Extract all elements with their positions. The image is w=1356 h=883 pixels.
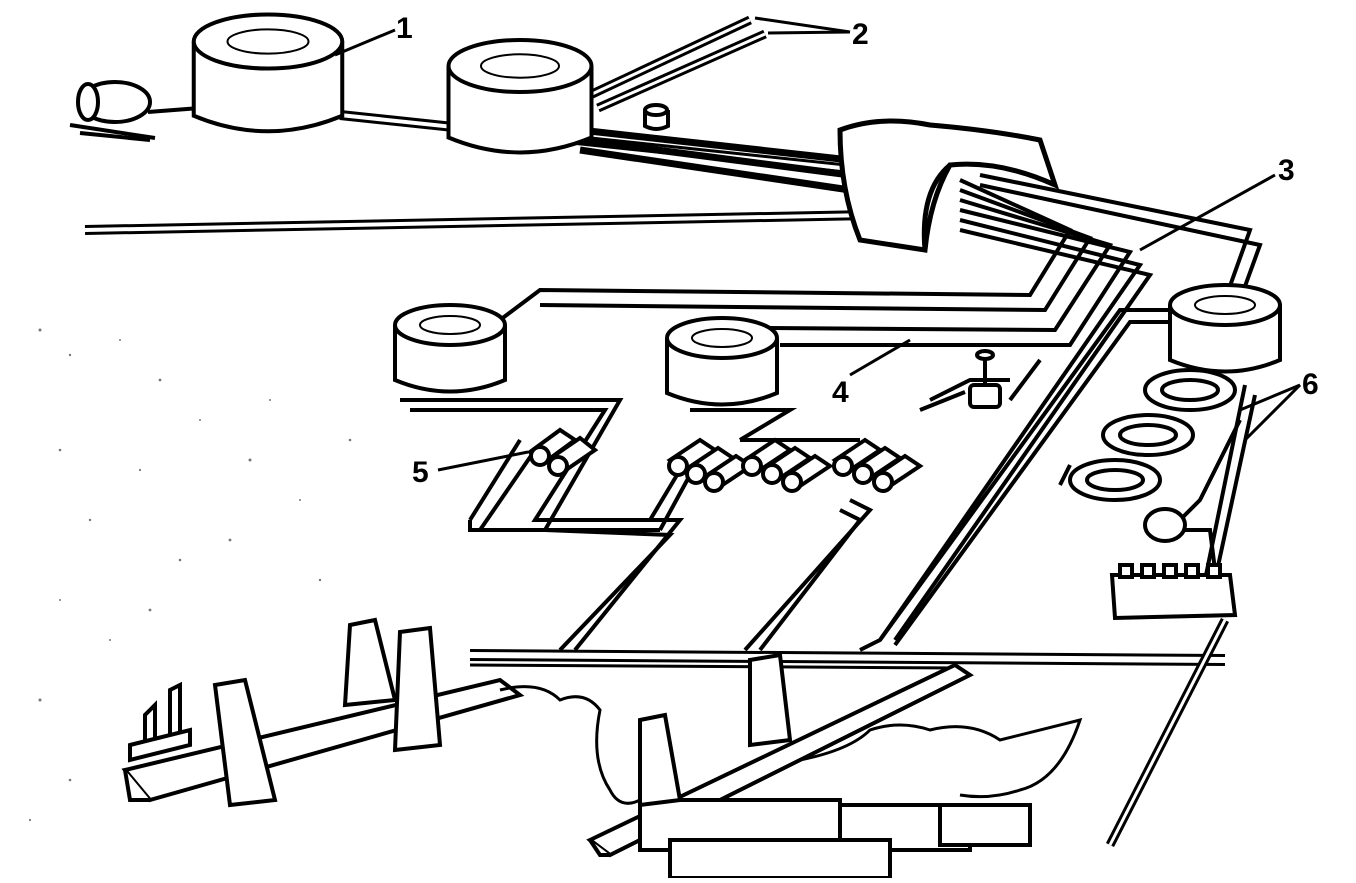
valve — [970, 351, 1000, 407]
ring-tanks-6 — [1060, 370, 1235, 500]
storage-tank-left — [393, 303, 507, 394]
shoreline — [500, 687, 1080, 804]
label-3: 3 — [1278, 154, 1295, 187]
branch-pipes — [500, 175, 1260, 650]
ships — [640, 655, 1030, 878]
texture-speckles — [28, 328, 352, 822]
main-pipeline-top — [85, 20, 870, 230]
loading-pier — [125, 620, 520, 805]
cylinder-group-center — [669, 440, 920, 491]
distribution-lines — [400, 360, 1040, 650]
label-6: 6 — [1302, 368, 1319, 401]
leader-lines — [335, 18, 1300, 470]
label-2: 2 — [852, 18, 869, 51]
storage-tank-right — [1168, 283, 1282, 374]
storage-tank-center — [665, 316, 779, 407]
sphere-vessel — [1145, 509, 1185, 541]
small-vessel — [645, 105, 668, 129]
pier-pipe — [470, 620, 1225, 845]
label-1: 1 — [396, 12, 413, 45]
cylinder-group-5 — [530, 430, 595, 475]
pump-house — [1112, 565, 1235, 618]
label-4: 4 — [832, 376, 849, 409]
label-5: 5 — [412, 456, 429, 489]
right-pipes — [1165, 385, 1255, 580]
storage-tank-top-2 — [449, 40, 592, 152]
storage-tank-1 — [194, 14, 343, 131]
rail-tank-car — [70, 82, 200, 140]
tunnel-embankment — [840, 121, 1055, 250]
